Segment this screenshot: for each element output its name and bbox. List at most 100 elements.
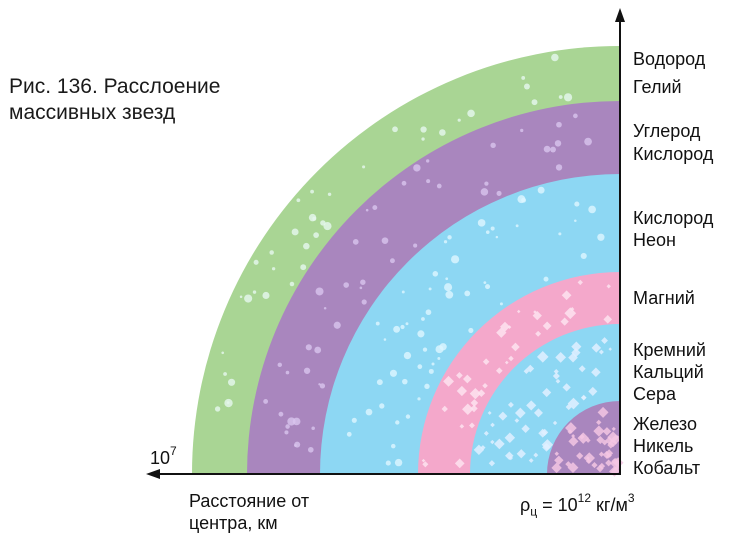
particle (556, 121, 562, 128)
particle (413, 243, 418, 248)
particle (253, 259, 259, 265)
density-equals: = 10 (537, 495, 578, 515)
particle (303, 242, 310, 250)
particle (485, 284, 491, 290)
particle (313, 232, 319, 239)
particle (445, 277, 449, 281)
layer-rings (192, 46, 620, 474)
particle (284, 430, 289, 435)
particle (542, 387, 552, 398)
particle (343, 282, 350, 288)
particle (351, 417, 357, 423)
particle (580, 394, 587, 401)
particle (426, 159, 430, 163)
particle (574, 201, 580, 207)
particle (310, 189, 314, 194)
particle (305, 344, 312, 351)
particle (563, 93, 573, 102)
label-silicon: Кремний (633, 340, 706, 360)
particle (223, 372, 227, 376)
x-mark-base: 10 (150, 448, 171, 468)
particle (567, 462, 579, 474)
particle (469, 388, 481, 400)
particle (439, 129, 446, 136)
particle (504, 432, 516, 444)
particle (543, 276, 549, 282)
particle (496, 190, 502, 196)
particle (607, 453, 612, 458)
particle (533, 452, 539, 458)
particle (291, 228, 299, 236)
particle (469, 422, 475, 429)
particle (365, 208, 369, 212)
particle (588, 205, 596, 214)
particle (323, 306, 327, 310)
density-unit-exponent: 3 (627, 491, 635, 505)
particle (456, 385, 468, 397)
particle (516, 449, 526, 459)
particle (454, 458, 465, 469)
particle (379, 403, 385, 409)
particle (277, 362, 283, 368)
particle (533, 310, 537, 314)
particle (389, 258, 395, 264)
particle (285, 370, 290, 375)
particle (252, 290, 257, 294)
particle (365, 408, 373, 416)
particle (303, 367, 311, 374)
particle (517, 195, 526, 204)
particle (482, 358, 490, 366)
particle (543, 145, 551, 153)
particle (421, 317, 425, 321)
particle (447, 235, 452, 240)
particle (417, 364, 423, 370)
particle (537, 186, 545, 194)
particle (421, 458, 426, 463)
particle (402, 378, 408, 385)
particle (467, 109, 475, 118)
particle (591, 461, 598, 469)
particle (307, 446, 314, 453)
particle (490, 439, 495, 445)
particle (538, 428, 548, 438)
particle (561, 290, 572, 301)
particle (300, 264, 307, 271)
particle (221, 351, 225, 355)
particle (401, 180, 407, 186)
particle (585, 458, 592, 464)
particle (533, 408, 543, 418)
particle (558, 95, 563, 99)
density-subscript: ц (530, 504, 538, 519)
particle (393, 325, 401, 333)
layer-particles (214, 53, 624, 477)
particle (598, 451, 605, 457)
particle (520, 128, 524, 133)
particle (515, 224, 519, 228)
particle (262, 291, 270, 300)
x-axis-scale-mark: 107 (150, 444, 177, 469)
particle (436, 183, 442, 189)
particle (555, 351, 567, 363)
particle (516, 309, 521, 314)
particle (514, 418, 520, 423)
particle (400, 324, 405, 330)
particle (285, 424, 290, 429)
particle (319, 383, 326, 389)
particle (495, 235, 499, 239)
particle (443, 240, 448, 244)
particle (323, 222, 332, 231)
label-neon: Неон (633, 230, 676, 250)
particle (443, 375, 455, 387)
particle (426, 179, 431, 184)
label-iron: Железо (633, 414, 697, 434)
particle (312, 216, 317, 221)
particle (490, 142, 496, 149)
density-symbol: ρ (520, 495, 531, 515)
particle (289, 281, 295, 287)
particle (578, 365, 586, 373)
particle (214, 406, 221, 412)
caption-line-1: Рис. 136. Расслоение (9, 75, 221, 98)
particle (554, 140, 562, 147)
particle (362, 165, 366, 169)
